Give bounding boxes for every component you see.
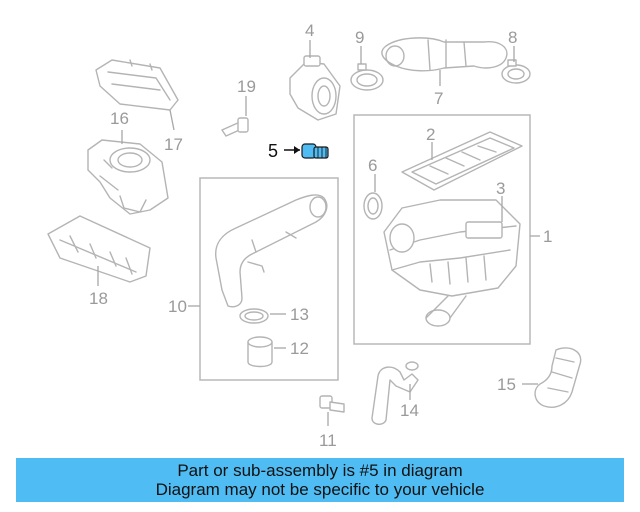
group-box-air-cleaner <box>353 114 531 345</box>
part-label-11[interactable]: 11 <box>319 431 337 450</box>
banner-line-2: Diagram may not be specific to your vehi… <box>155 480 485 499</box>
part-14-hose[interactable] <box>371 361 419 425</box>
part-16-inlet-housing[interactable] <box>87 139 169 215</box>
part-label-8[interactable]: 8 <box>508 28 517 47</box>
part-3-air-cleaner-housing[interactable] <box>383 199 521 327</box>
part-2-air-filter[interactable] <box>401 131 523 191</box>
info-banner: Part or sub-assembly is #5 in diagram Di… <box>16 458 624 502</box>
part-label-17[interactable]: 17 <box>164 135 183 154</box>
part-label-6[interactable]: 6 <box>368 156 377 175</box>
banner-line-1: Part or sub-assembly is #5 in diagram <box>177 461 463 480</box>
part-8-clamp[interactable] <box>501 59 531 84</box>
part-label-3[interactable]: 3 <box>496 179 505 198</box>
part-7-intake-hose[interactable] <box>381 37 508 72</box>
part-11-bolt[interactable] <box>319 395 345 413</box>
parts-diagram: 17 16 18 19 5 4 <box>47 21 582 450</box>
part-19-screw[interactable] <box>221 117 249 137</box>
part-label-4[interactable]: 4 <box>305 21 314 40</box>
part-label-18[interactable]: 18 <box>89 289 108 308</box>
part-13-ring[interactable] <box>239 308 269 324</box>
part-label-2[interactable]: 2 <box>426 125 435 144</box>
part-label-10[interactable]: 10 <box>168 297 187 316</box>
part-18-air-duct[interactable] <box>47 215 151 283</box>
part-5-bolt[interactable] <box>284 143 329 159</box>
part-12-sleeve[interactable] <box>247 336 273 368</box>
part-4-maf-sensor[interactable] <box>289 55 341 121</box>
part-label-9[interactable]: 9 <box>355 28 364 47</box>
group-box-air-tube <box>199 177 339 381</box>
part-17-intake-cover[interactable] <box>95 59 179 111</box>
part-label-12[interactable]: 12 <box>290 339 309 358</box>
part-label-7[interactable]: 7 <box>434 89 443 108</box>
part-6-seal[interactable] <box>363 192 383 220</box>
part-label-13[interactable]: 13 <box>290 305 309 324</box>
part-10-air-tube[interactable] <box>215 194 328 308</box>
part-label-5[interactable]: 5 <box>268 141 278 161</box>
part-9-clamp[interactable] <box>350 63 384 91</box>
part-label-16[interactable]: 16 <box>110 109 129 128</box>
part-label-19[interactable]: 19 <box>237 77 256 96</box>
part-label-1[interactable]: 1 <box>543 227 552 246</box>
part-15-elbow-hose[interactable] <box>534 347 582 408</box>
part-label-14[interactable]: 14 <box>400 401 419 420</box>
part-label-15[interactable]: 15 <box>497 375 516 394</box>
